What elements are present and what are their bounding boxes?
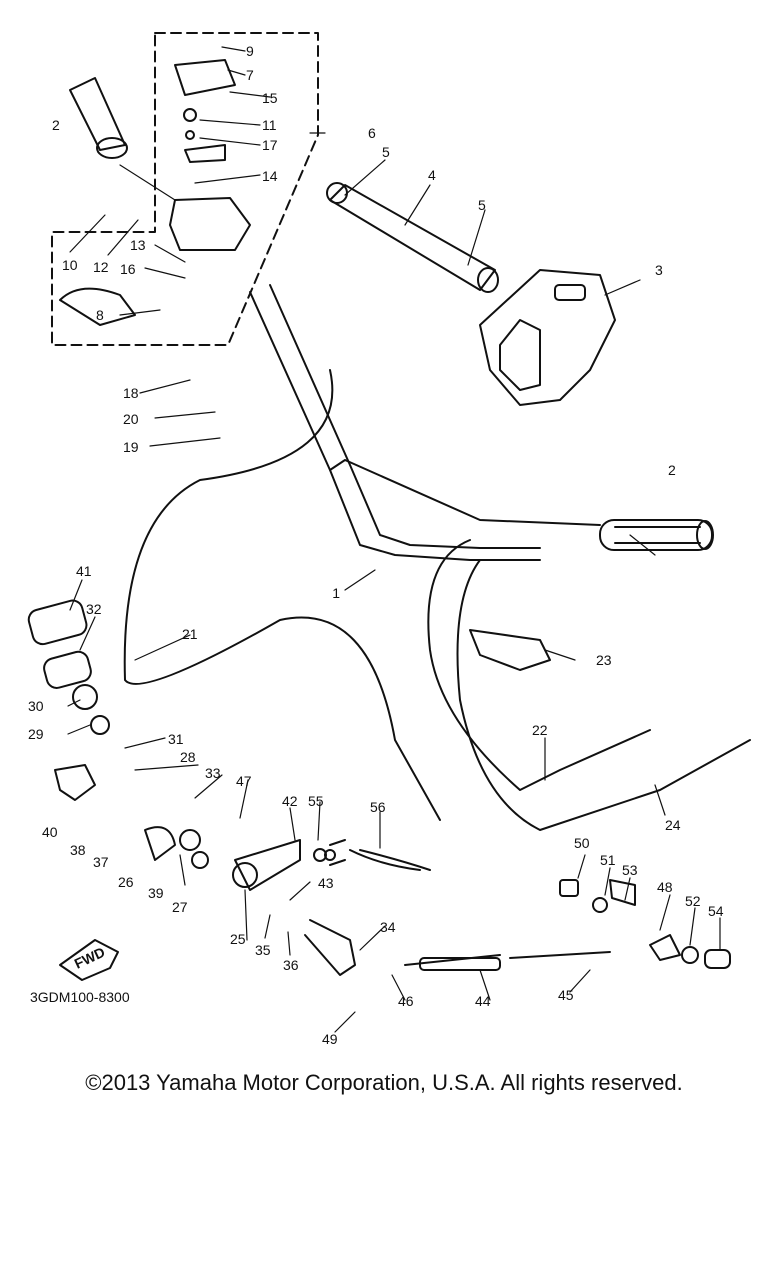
callout-10: 10: [62, 257, 78, 273]
callout-44: 44: [475, 993, 491, 1009]
callout-41: 41: [76, 563, 92, 579]
callout-34: 34: [380, 919, 396, 935]
callout-35: 35: [255, 942, 271, 958]
callout-55: 55: [308, 793, 324, 809]
callout-32: 32: [86, 601, 102, 617]
callout-54: 54: [708, 903, 724, 919]
callout-29: 29: [28, 726, 44, 742]
callout-53: 53: [622, 862, 638, 878]
callout-1: 1: [332, 585, 340, 601]
callout-8: 8: [96, 307, 104, 323]
callout-24: 24: [665, 817, 681, 833]
parts-diagram: 1 2 2 3 4 5 5 6 7 8 9 10 11 12 13 14 15 …: [27, 32, 751, 1047]
callout-33: 33: [205, 765, 221, 781]
handlebar-pad: [326, 182, 499, 293]
callout-17: 17: [262, 137, 278, 153]
callout-25: 25: [230, 931, 246, 947]
handlebar: [249, 291, 541, 561]
callout-18: 18: [123, 385, 139, 401]
callout-46: 46: [398, 993, 414, 1009]
callout-22: 22: [532, 722, 548, 738]
callout-52: 52: [685, 893, 701, 909]
callout-7: 7: [246, 67, 254, 83]
handlebar-cover: [479, 269, 616, 406]
grip-left: [69, 77, 128, 159]
callout-20: 20: [123, 411, 139, 427]
callout-21: 21: [182, 626, 198, 642]
callout-45: 45: [558, 987, 574, 1003]
fwd-arrow-icon: [59, 939, 119, 981]
callout-2b: 2: [668, 462, 676, 478]
callout-5b: 5: [478, 197, 486, 213]
callout-14: 14: [262, 168, 278, 184]
callout-15: 15: [262, 90, 278, 106]
grip-right: [599, 519, 714, 551]
callout-27: 27: [172, 899, 188, 915]
callout-48: 48: [657, 879, 673, 895]
callout-39: 39: [148, 885, 164, 901]
callout-16: 16: [120, 261, 136, 277]
fwd-label: FWD: [72, 944, 108, 972]
callout-labels: 1 2 2 3 4 5 5 6 7 8 9 10 11 12 13 14 15 …: [28, 43, 724, 1047]
callout-56: 56: [370, 799, 386, 815]
callout-5: 5: [382, 144, 390, 160]
callout-42: 42: [282, 793, 298, 809]
callout-38: 38: [70, 842, 86, 858]
copyright-notice: ©2013 Yamaha Motor Corporation, U.S.A. A…: [85, 1070, 683, 1095]
callout-11: 11: [262, 117, 277, 133]
callout-9: 9: [246, 43, 254, 59]
callout-26: 26: [118, 874, 134, 890]
callout-28: 28: [180, 749, 196, 765]
callout-37: 37: [93, 854, 109, 870]
callout-6: 6: [368, 125, 376, 141]
callout-4: 4: [428, 167, 436, 183]
callout-49: 49: [322, 1031, 338, 1047]
callout-2: 2: [52, 117, 60, 133]
callout-51: 51: [600, 852, 616, 868]
callout-40: 40: [42, 824, 58, 840]
callout-43: 43: [318, 875, 334, 891]
small-parts: [27, 599, 731, 969]
brake-cable: [427, 539, 651, 791]
callout-23: 23: [596, 652, 612, 668]
callout-47: 47: [236, 773, 252, 789]
callout-13: 13: [130, 237, 146, 253]
brake-pedal-linkage: [232, 839, 611, 976]
callout-31: 31: [168, 731, 184, 747]
diagram-code: 3GDM100-8300: [30, 989, 130, 1005]
throttle-assembly-box: [51, 32, 319, 346]
callout-30: 30: [28, 698, 44, 714]
callout-12: 12: [93, 259, 109, 275]
callout-19: 19: [123, 439, 139, 455]
callout-3: 3: [655, 262, 663, 278]
throttle-housing: [59, 59, 251, 326]
throttle-cable: [123, 369, 441, 821]
callout-50: 50: [574, 835, 590, 851]
callout-36: 36: [283, 957, 299, 973]
